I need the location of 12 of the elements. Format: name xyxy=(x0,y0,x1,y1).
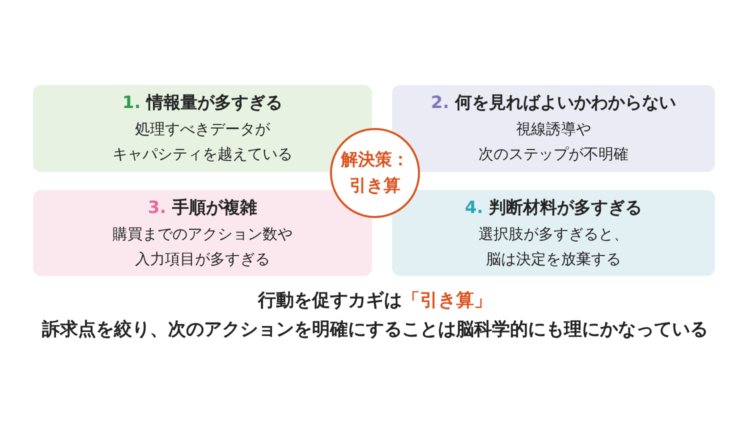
panel-text: 購買までのアクション数や入力項目が多すぎる xyxy=(112,224,292,270)
panel-text: 視線誘導や次のステップが不明確 xyxy=(478,119,628,165)
panel-heading: 2. 何を見ればよいかわからない xyxy=(430,92,676,114)
panel-heading: 3. 手順が複雑 xyxy=(148,197,258,219)
panel-text: 選択肢が多すぎると、脳は決定を放棄する xyxy=(478,224,628,270)
conclusion-heading: 行動を促すカギは「引き算」 xyxy=(258,290,492,311)
circle-label: 解決策：引き算 xyxy=(341,149,409,198)
panel-heading: 4. 判断材料が多すぎる xyxy=(464,197,642,219)
panel-text: 処理すべきデータがキャパシティを越えている xyxy=(112,119,292,165)
conclusion-text: 訴求点を絞り、次のアクションを明確にすることは脳科学的にも理にかなっている xyxy=(42,319,708,340)
panel-heading: 1. 情報量が多すぎる xyxy=(122,92,283,114)
problem-panel xyxy=(392,85,715,172)
